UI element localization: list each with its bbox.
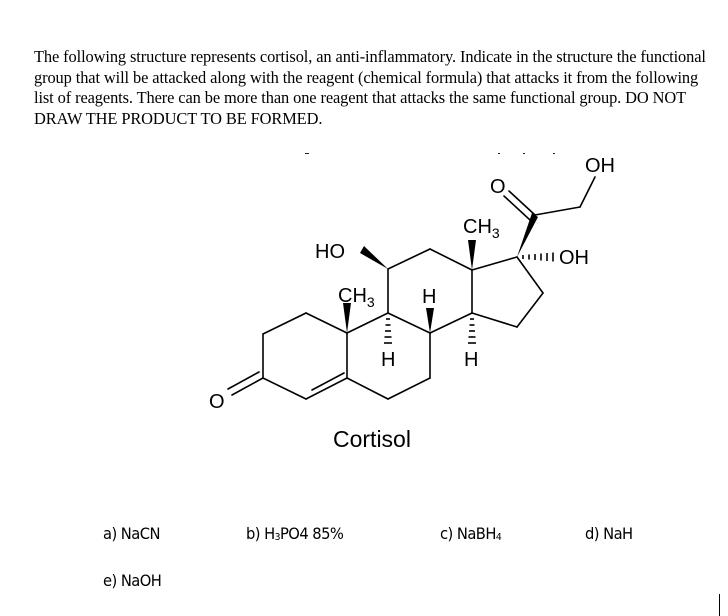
question-text: The following structure represents corti… [34, 47, 706, 128]
oh-label-c17: OH [559, 247, 589, 269]
ho-label: HO [315, 241, 345, 263]
reagent-d: d) NaH [585, 524, 633, 543]
structure-caption: Cortisol [333, 426, 411, 452]
h-label-c9: H [381, 349, 395, 371]
artifact-tick [305, 153, 309, 154]
h-label-c8: H [422, 286, 436, 308]
reagent-a: a) NaCN [103, 524, 160, 543]
artifact-tick [498, 153, 500, 154]
text-cursor [719, 594, 720, 616]
artifact-tick [553, 153, 555, 154]
artifact-tick [523, 153, 525, 154]
reagent-c: c) NaBH4 [440, 524, 502, 543]
oh-label-c21: OH [585, 155, 615, 177]
o-label-c20: O [490, 176, 506, 198]
o-label-c3: O [209, 391, 225, 413]
ch3-label-c13: CH3 [463, 216, 500, 241]
reagent-e: e) NaOH [103, 571, 162, 590]
reagent-b: b) H3PO4 85% [246, 524, 344, 543]
ch3-label-c10: CH3 [338, 285, 375, 310]
h-label-c14: H [464, 349, 478, 371]
